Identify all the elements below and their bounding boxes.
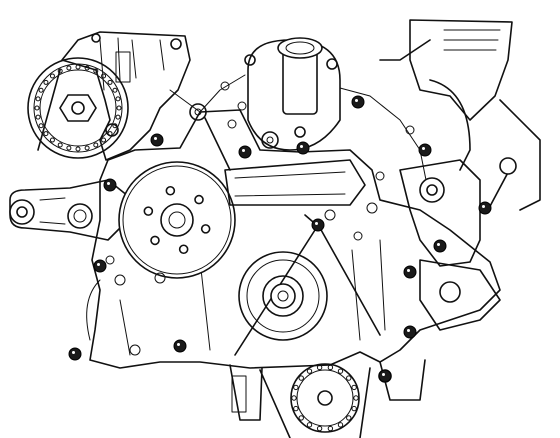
- camshaft-sprocket: [27, 57, 129, 159]
- highlighted-bolt: [68, 347, 82, 361]
- chain-tooth: [298, 375, 304, 381]
- highlighted-bolt: [418, 143, 432, 157]
- pulley-hole: [194, 194, 204, 205]
- pulley-hole: [200, 224, 211, 234]
- pulley-hole: [150, 235, 160, 246]
- highlighted-bolts: [68, 95, 492, 383]
- sprocket-tooth: [43, 131, 49, 137]
- chain-tooth: [316, 364, 323, 371]
- bolt-glint: [242, 149, 245, 152]
- chain-tooth: [351, 384, 357, 391]
- bolt-glint: [407, 269, 410, 272]
- detail-holes: [105, 81, 415, 356]
- chain-tooth: [351, 405, 357, 412]
- sprocket-tooth: [101, 137, 107, 143]
- sprocket-tooth: [38, 123, 44, 129]
- bolt-glint: [177, 343, 180, 346]
- chain-tooth: [316, 425, 323, 432]
- right-side-bracket: [399, 157, 517, 331]
- chain-tooth: [327, 364, 334, 371]
- chain-tooth: [337, 422, 344, 428]
- bolt-glint: [382, 373, 385, 376]
- sprocket-tooth: [66, 145, 72, 151]
- bolt-glint: [437, 243, 440, 246]
- chain-tooth: [306, 368, 313, 374]
- highlighted-bolt: [296, 141, 310, 155]
- bolt-glint: [154, 137, 157, 140]
- sprocket-tooth: [57, 142, 63, 148]
- sprocket-tooth: [49, 137, 55, 143]
- bolt-glint: [355, 99, 358, 102]
- pulley-hole: [143, 206, 154, 216]
- upper-right-housing: [379, 19, 541, 211]
- bolt-glint: [407, 329, 410, 332]
- highlighted-bolt: [378, 369, 392, 383]
- chain-tooth: [353, 395, 359, 401]
- highlighted-bolt: [478, 201, 492, 215]
- sprocket-tooth: [116, 105, 122, 111]
- highlighted-bolt: [403, 325, 417, 339]
- crankshaft-damper: [238, 251, 328, 341]
- bolt-glint: [72, 351, 75, 354]
- bolt-glint: [300, 145, 303, 148]
- pulley-hole: [165, 185, 176, 196]
- sprocket-tooth: [75, 146, 81, 152]
- bolt-glint: [482, 205, 485, 208]
- sprocket-tooth: [49, 73, 55, 79]
- chain-tooth: [293, 384, 299, 391]
- sprocket-tooth: [57, 68, 63, 74]
- sprocket-tooth: [66, 65, 72, 71]
- highlighted-bolt: [311, 218, 325, 232]
- sprocket-tooth: [112, 87, 118, 93]
- highlighted-bolt: [403, 265, 417, 279]
- sprocket-tooth: [84, 145, 90, 151]
- sprocket-tooth: [34, 105, 40, 111]
- highlighted-bolt: [238, 145, 252, 159]
- timing-chain-sprocket: [229, 359, 426, 438]
- chain-tooth: [346, 375, 352, 381]
- highlighted-bolt: [93, 259, 107, 273]
- chain-tooth: [337, 368, 344, 374]
- sprocket-tooth: [107, 79, 113, 85]
- sprocket-tooth: [115, 96, 121, 102]
- highlighted-bolt: [433, 239, 447, 253]
- chain-tooth: [306, 422, 313, 428]
- sprocket-tooth: [43, 79, 49, 85]
- sprocket-tooth: [93, 142, 99, 148]
- highlighted-bolt: [150, 133, 164, 147]
- sprocket-tooth: [101, 73, 107, 79]
- sprocket-tooth: [93, 68, 99, 74]
- chain-tooth: [298, 415, 304, 421]
- highlighted-bolt: [351, 95, 365, 109]
- bolt-glint: [315, 222, 318, 225]
- highlighted-bolt: [173, 339, 187, 353]
- highlighted-bolt: [103, 178, 117, 192]
- chain-tooth: [346, 415, 352, 421]
- sprocket-tooth: [38, 87, 44, 93]
- bolt-glint: [97, 263, 100, 266]
- sprocket-tooth: [35, 114, 41, 120]
- chain-tooth: [293, 405, 299, 412]
- sprocket-tooth: [35, 96, 41, 102]
- pulley-hole: [178, 244, 189, 255]
- chain-tooth: [291, 395, 297, 401]
- chain-tooth: [327, 425, 334, 432]
- sprocket-tooth: [115, 114, 121, 120]
- upper-left-bracket: [61, 31, 191, 161]
- thermostat-housing: [244, 37, 341, 151]
- bolt-glint: [107, 182, 110, 185]
- water-pump-pulley: [118, 161, 236, 279]
- bolt-glint: [422, 147, 425, 150]
